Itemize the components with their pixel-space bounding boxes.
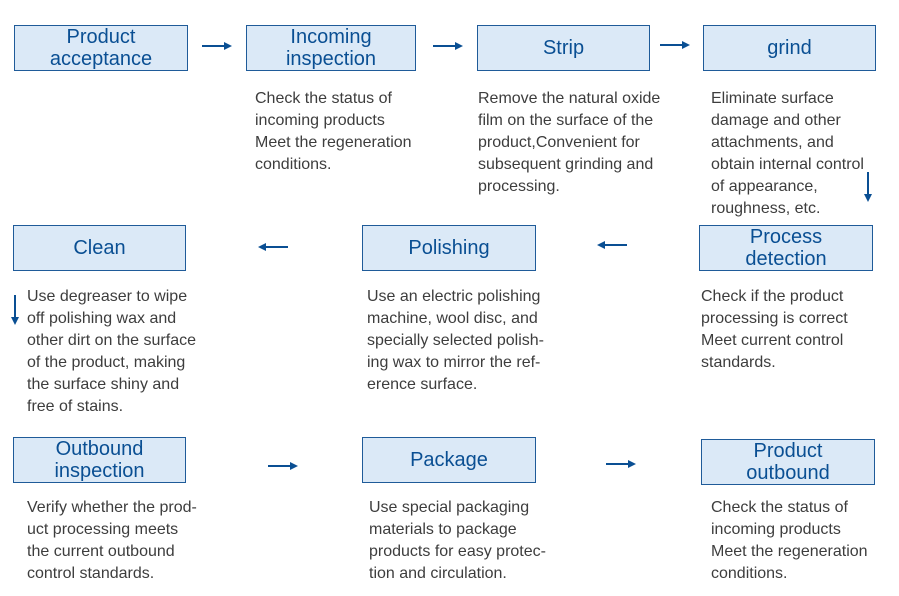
arrow-right-icon [268, 462, 298, 470]
step-process-detection: Process detection [699, 225, 873, 271]
desc-clean: Use degreaser to wipe off polishing wax … [27, 288, 196, 415]
desc-product-outbound: Check the status of incoming products Me… [711, 499, 868, 582]
desc-grind: Eliminate surface damage and other attac… [711, 90, 864, 217]
arrow-left-icon [597, 241, 627, 249]
step-polishing: Polishing [362, 225, 536, 271]
desc-polishing: Use an electric polishing machine, wool … [367, 288, 544, 393]
arrow-right-icon [660, 41, 690, 49]
desc-strip: Remove the natural oxide film on the sur… [478, 90, 661, 195]
step-clean: Clean [13, 225, 186, 271]
step-product-acceptance: Product acceptance [14, 25, 188, 71]
arrow-right-icon [606, 460, 636, 468]
step-outbound-inspection: Outbound inspection [13, 437, 186, 483]
step-package: Package [362, 437, 536, 483]
step-product-outbound: Product outbound [701, 439, 875, 485]
desc-package: Use special packaging materials to packa… [369, 499, 546, 582]
arrow-down-icon [11, 295, 19, 325]
desc-incoming-inspection: Check the status of incoming products Me… [255, 90, 412, 173]
step-incoming-inspection: Incoming inspection [246, 25, 416, 71]
step-grind: grind [703, 25, 876, 71]
desc-outbound-inspection: Verify whether the prod- uct processing … [27, 499, 197, 582]
arrow-right-icon [202, 42, 232, 50]
desc-process-detection: Check if the product processing is corre… [701, 288, 848, 371]
step-strip: Strip [477, 25, 650, 71]
arrow-left-icon [258, 243, 288, 251]
arrow-down-icon [864, 172, 872, 202]
arrow-right-icon [433, 42, 463, 50]
